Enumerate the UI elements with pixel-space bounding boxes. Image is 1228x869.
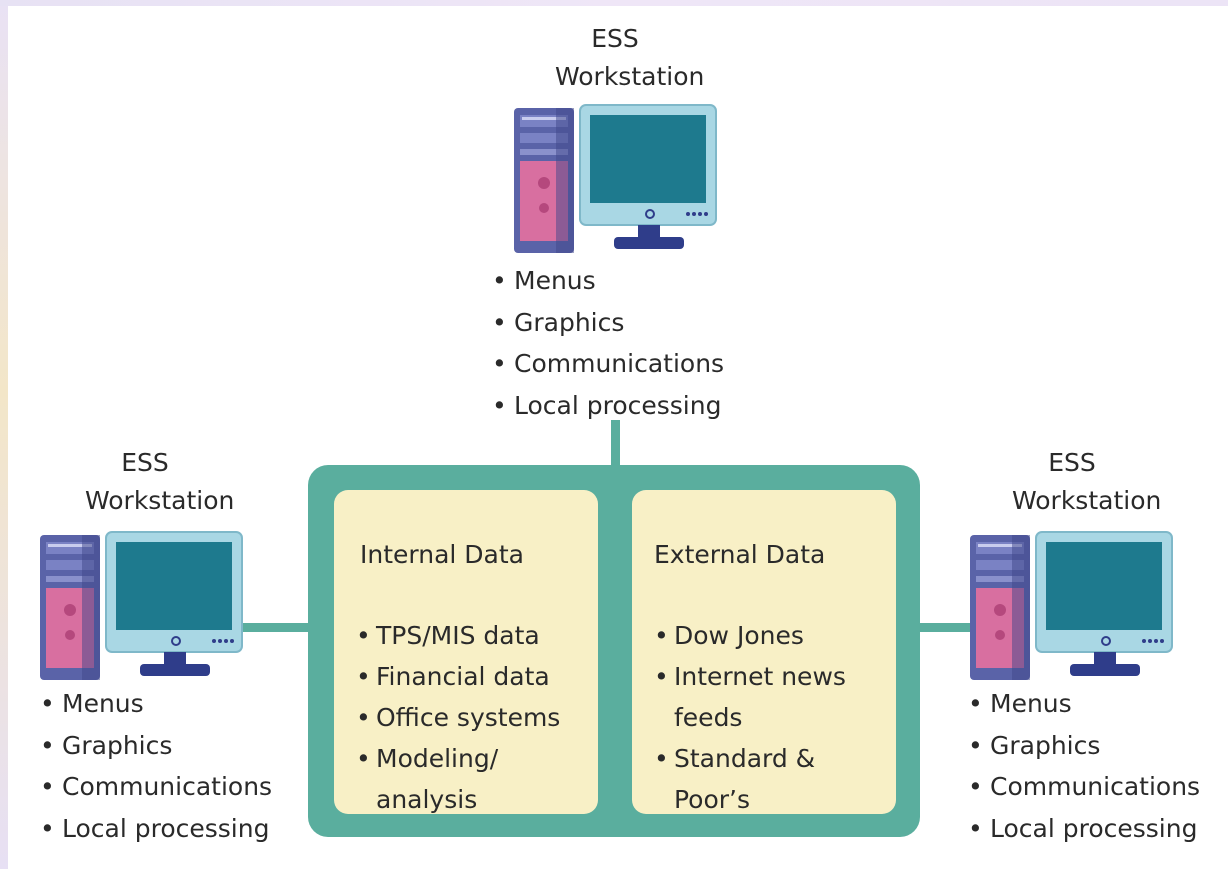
monitor-icon [1035, 531, 1173, 676]
list-item: Graphics [968, 725, 1200, 767]
external-data-title: External Data [654, 540, 826, 569]
list-item: Communications [40, 766, 272, 808]
internal-data-title: Internal Data [360, 540, 524, 569]
connector-top [611, 420, 620, 468]
ess-data-hub: Internal Data •TPS/MIS data •Financial d… [308, 465, 920, 837]
computer-tower-icon [40, 535, 100, 680]
workstation-title: ESS Workstation [1012, 448, 1162, 515]
background-edge-top [0, 0, 1228, 6]
list-item: Menus [40, 683, 272, 725]
list-item: Local processing [968, 808, 1200, 850]
feature-list: Menus Graphics Communications Local proc… [968, 683, 1200, 849]
list-item: Graphics [40, 725, 272, 767]
computer-icon [970, 531, 1173, 680]
list-item: •Office systems [356, 703, 561, 732]
internal-data-list: •TPS/MIS data •Financial data •Office sy… [356, 615, 560, 820]
background-edge [0, 0, 8, 869]
list-item: •Financial data [356, 662, 550, 691]
list-item: Local processing [492, 385, 724, 427]
list-item: Communications [968, 766, 1200, 808]
internal-data-panel: Internal Data •TPS/MIS data •Financial d… [334, 490, 598, 814]
monitor-icon [105, 531, 243, 676]
list-item: Graphics [492, 302, 724, 344]
list-item: •Dow Jones [654, 621, 804, 650]
connector-left [238, 623, 310, 632]
workstation-title: ESS Workstation [85, 448, 235, 515]
feature-list: Menus Graphics Communications Local proc… [492, 260, 724, 426]
list-item: •TPS/MIS data [356, 621, 540, 650]
computer-icon [514, 104, 717, 253]
list-item: Local processing [40, 808, 272, 850]
list-item: •Modeling/analysis [356, 744, 499, 814]
monitor-icon [579, 104, 717, 249]
computer-icon [40, 531, 243, 680]
feature-list: Menus Graphics Communications Local proc… [40, 683, 272, 849]
list-item: Menus [492, 260, 724, 302]
list-item: Communications [492, 343, 724, 385]
connector-right [918, 623, 978, 632]
workstation-title: ESS Workstation [555, 24, 705, 91]
computer-tower-icon [970, 535, 1030, 680]
list-item: Menus [968, 683, 1200, 725]
computer-tower-icon [514, 108, 574, 253]
list-item: •Standard &Poor’s [654, 744, 816, 814]
